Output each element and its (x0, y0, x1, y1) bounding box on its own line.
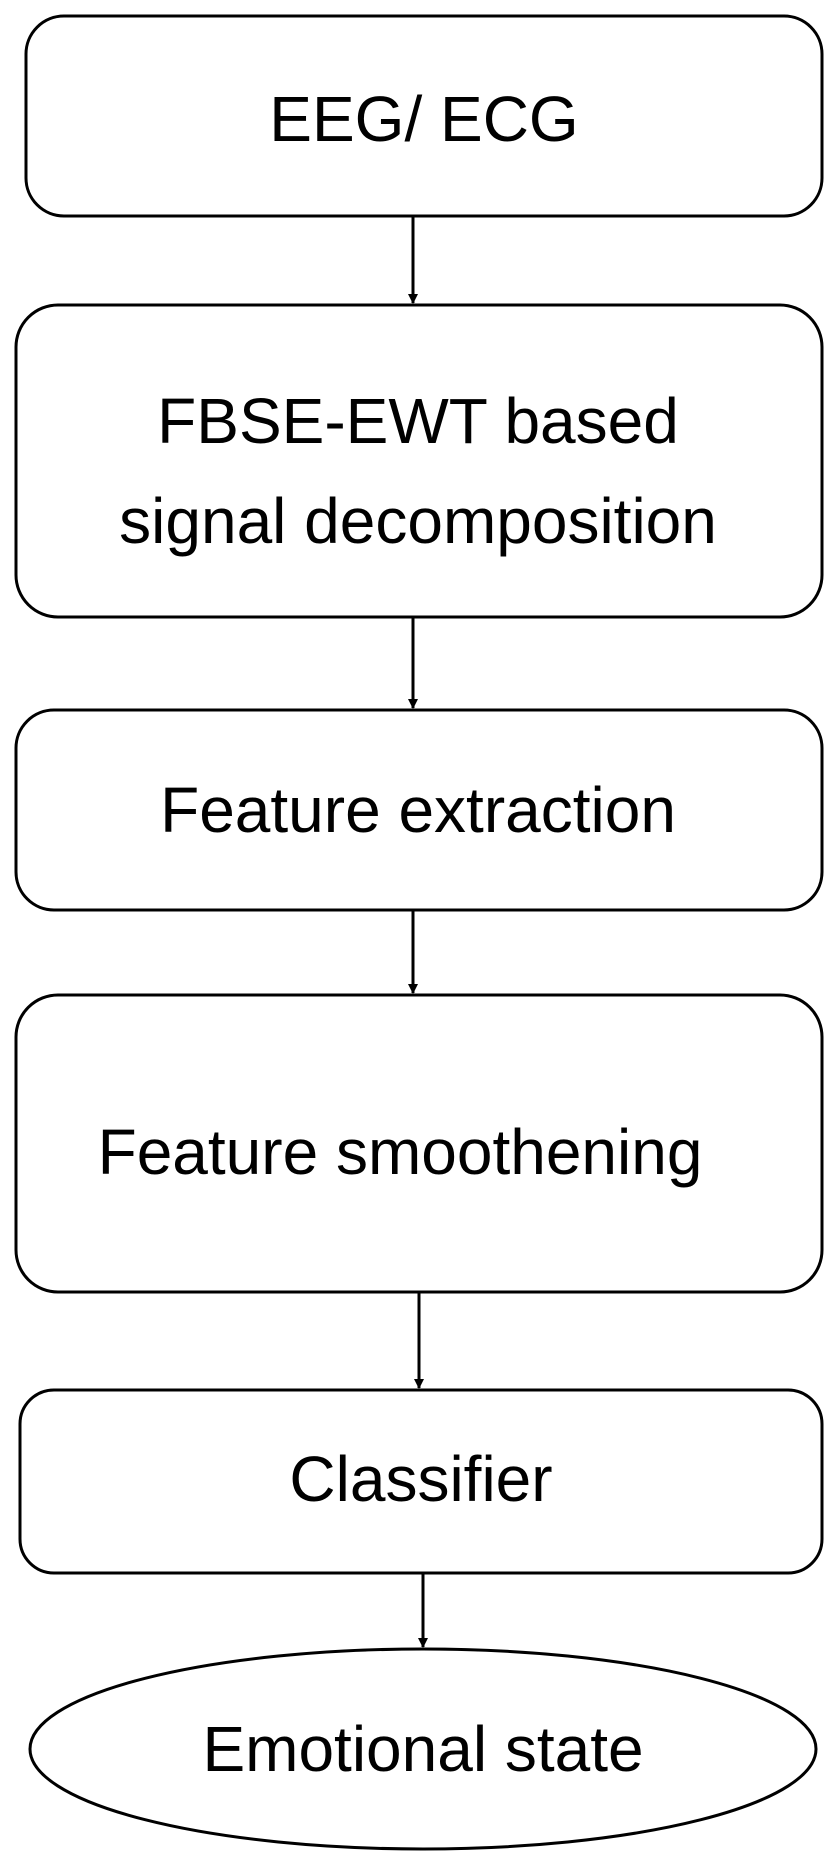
node-feature-smoothening-label: Feature smoothening (98, 1116, 703, 1188)
node-fbse-ewt-decomposition-label-line-1: FBSE-EWT based (157, 385, 679, 457)
node-fbse-ewt-decomposition-box (14, 303, 824, 619)
node-emotional-state: Emotional state (28, 1647, 818, 1851)
node-classifier: Classifier (18, 1388, 824, 1575)
node-classifier-box (18, 1388, 824, 1575)
node-feature-smoothening: Feature smoothening (14, 993, 824, 1294)
node-emotional-state-label: Emotional state (202, 1713, 643, 1785)
node-fbse-ewt-decomposition-label-line-2: signal decomposition (119, 485, 717, 557)
node-fbse-ewt-decomposition: FBSE-EWT based signal decomposition (14, 303, 824, 619)
node-feature-extraction-label: Feature extraction (160, 774, 676, 846)
node-emotional-state-ellipse (28, 1647, 818, 1851)
node-classifier-label: Classifier (289, 1443, 552, 1515)
node-eeg-ecg-box (24, 14, 824, 218)
node-eeg-ecg: EEG/ ECG (24, 14, 824, 218)
node-feature-extraction-box (14, 708, 824, 912)
node-eeg-ecg-label: EEG/ ECG (269, 83, 578, 155)
node-feature-extraction: Feature extraction (14, 708, 824, 912)
